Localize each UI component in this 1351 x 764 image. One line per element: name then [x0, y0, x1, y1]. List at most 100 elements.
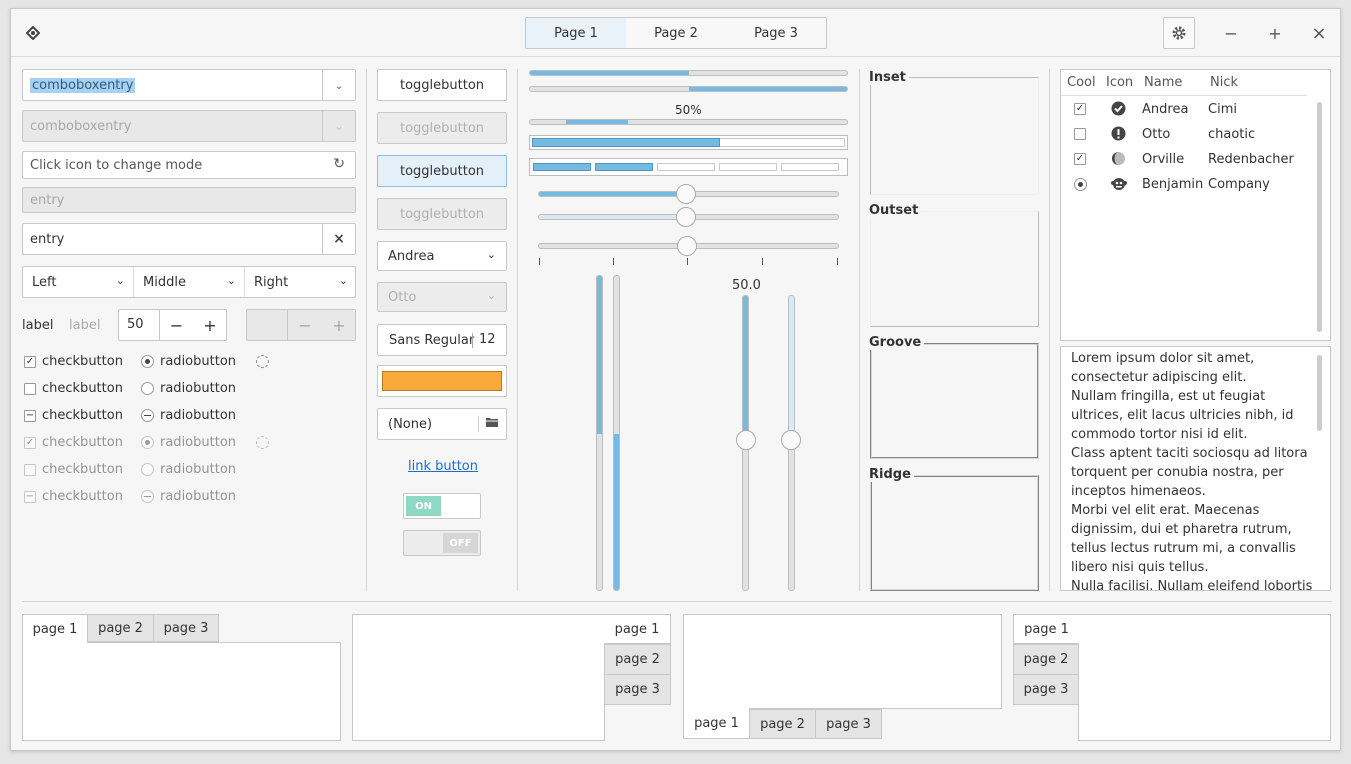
level-bar-segment: [781, 163, 839, 171]
row-nick: Company: [1208, 177, 1270, 192]
row-name: Andrea: [1142, 102, 1189, 117]
color-button[interactable]: [377, 365, 507, 397]
entry-disabled: entry: [22, 187, 356, 213]
chevron-down-icon: ⌄: [486, 248, 496, 261]
text-view-scrollbar[interactable]: [1317, 355, 1322, 431]
link-button[interactable]: link button: [408, 459, 479, 474]
spin-minus-button[interactable]: −: [159, 310, 193, 340]
notebook-2-tab-3[interactable]: page 3: [604, 674, 671, 705]
column-header-name[interactable]: Name: [1144, 75, 1183, 90]
column-header-icon[interactable]: Icon: [1106, 75, 1134, 90]
togglebutton[interactable]: togglebutton: [377, 69, 507, 101]
spin-button[interactable]: 50 − +: [118, 309, 227, 341]
scale-fill: [539, 192, 689, 196]
radiobutton-unselected[interactable]: [141, 382, 154, 395]
checkbutton-unchecked[interactable]: [24, 383, 36, 395]
scale-3-knob[interactable]: [677, 236, 697, 256]
dropdown-middle[interactable]: Middle ⌄: [134, 267, 245, 297]
notebook-1-page: [22, 642, 341, 741]
notebook-1-tab-3[interactable]: page 3: [153, 614, 219, 642]
radiobutton-selected[interactable]: [141, 355, 154, 368]
notebook-3-tab-1[interactable]: page 1: [683, 708, 750, 739]
cool-radio[interactable]: [1074, 178, 1087, 191]
entry-clearable[interactable]: entry ×: [22, 223, 356, 255]
combobox-otto-disabled: Otto ⌄: [377, 282, 507, 312]
radiobutton-selected-disabled: [141, 436, 154, 449]
dropdown-right[interactable]: Right ⌄: [245, 267, 356, 297]
notebook-3-tab-3[interactable]: page 3: [815, 709, 882, 739]
combobox-entry[interactable]: comboboxentry ⌄: [22, 69, 356, 101]
clear-icon[interactable]: ×: [322, 224, 355, 254]
text-line: tellus lectus rutrum mi, a convallis: [1071, 541, 1296, 556]
row-nick: chaotic: [1208, 127, 1256, 142]
label-disabled: label: [69, 318, 101, 333]
progress-bar-2: [529, 86, 848, 92]
header-bar: Page 1 Page 2 Page 3 − + ×: [11, 9, 1340, 57]
switch-on[interactable]: ON: [403, 493, 481, 519]
tab-page-2[interactable]: Page 2: [654, 25, 698, 41]
level-bar-discrete: [529, 158, 848, 176]
text-view-content: Lorem ipsum dolor sit amet,consectetur a…: [1071, 349, 1313, 591]
gear-icon[interactable]: [1163, 17, 1195, 49]
text-view[interactable]: Lorem ipsum dolor sit amet,consectetur a…: [1060, 346, 1331, 591]
text-line: torquent per conubia nostra, per: [1071, 465, 1284, 480]
chevron-down-icon: ⌄: [322, 111, 355, 141]
notebook-1-tab-2[interactable]: page 2: [87, 614, 154, 642]
notebook-4-tab-1[interactable]: page 1: [1013, 614, 1079, 644]
togglebutton-active[interactable]: togglebutton: [377, 155, 507, 187]
text-line: libero nisi quis tellus.: [1071, 560, 1209, 575]
checkbutton-inconsistent-disabled: −: [24, 491, 36, 503]
scale-1-knob[interactable]: [676, 184, 696, 204]
notebook-2-tab-2[interactable]: page 2: [604, 644, 671, 675]
switch-on-label: ON: [406, 496, 441, 516]
text-line: ultrices, elit lacus ultricies nibh, id: [1071, 408, 1294, 423]
vertical-scale-1-knob[interactable]: [736, 430, 756, 450]
tab-page-3[interactable]: Page 3: [754, 25, 798, 41]
file-chooser-button[interactable]: (None): [377, 408, 507, 440]
radiobutton-label: radiobutton: [160, 381, 237, 396]
spin-minus-disabled: −: [287, 310, 322, 340]
close-button[interactable]: ×: [1311, 22, 1327, 44]
tree-view: Cool Icon Name Nick ✓ Andrea Cimi Otto c…: [1060, 69, 1331, 341]
checkbutton-unchecked-disabled: [24, 464, 36, 476]
level-bar-fill: [532, 138, 720, 147]
folder-icon: [485, 416, 499, 432]
refresh-icon[interactable]: ↻: [333, 156, 345, 172]
tree-row[interactable]: ✓ Orville Redenbacher: [1061, 148, 1307, 173]
font-separator: [472, 333, 473, 348]
checkbutton-checked[interactable]: ✓: [24, 356, 36, 368]
text-line: Nulla facilisi. Nullam eleifend lobortis: [1071, 579, 1313, 591]
checkbutton-inconsistent[interactable]: −: [24, 410, 36, 422]
text-line: consectetur adipiscing elit.: [1071, 370, 1247, 385]
mode-entry-placeholder: Click icon to change mode: [30, 157, 203, 173]
progress-bar-pulse: [529, 119, 848, 125]
dropdown-left[interactable]: Left ⌄: [23, 267, 134, 297]
column-header-nick[interactable]: Nick: [1210, 75, 1239, 90]
tree-row[interactable]: Otto chaotic: [1061, 123, 1307, 148]
spin-plus-button[interactable]: +: [203, 315, 217, 335]
notebook-3-tab-2[interactable]: page 2: [749, 709, 816, 739]
notebook-4-tab-2[interactable]: page 2: [1013, 644, 1079, 675]
tree-row[interactable]: Benjamin Company: [1061, 173, 1307, 198]
notebook-2-tab-1[interactable]: page 1: [604, 614, 671, 644]
cool-checkbox[interactable]: [1074, 128, 1086, 140]
chevron-down-icon[interactable]: ⌄: [322, 70, 355, 100]
maximize-button[interactable]: +: [1268, 23, 1282, 43]
tree-row[interactable]: ✓ Andrea Cimi: [1061, 98, 1307, 123]
font-button[interactable]: Sans Regular 12: [377, 324, 507, 356]
cool-checkbox[interactable]: ✓: [1074, 103, 1086, 115]
togglebutton-disabled: togglebutton: [377, 112, 507, 144]
notebook-1-tab-1[interactable]: page 1: [22, 614, 88, 643]
column-header-cool[interactable]: Cool: [1067, 75, 1096, 90]
mode-entry[interactable]: Click icon to change mode ↻: [22, 151, 356, 179]
tab-page-1[interactable]: Page 1: [526, 18, 626, 48]
togglebutton-active-disabled: togglebutton: [377, 198, 507, 230]
notebook-4-tab-3[interactable]: page 3: [1013, 674, 1079, 705]
row-name: Otto: [1142, 127, 1171, 142]
minimize-button[interactable]: −: [1224, 23, 1238, 43]
cool-checkbox[interactable]: ✓: [1074, 153, 1086, 165]
scale-tick: [687, 258, 688, 265]
combobox-andrea[interactable]: Andrea ⌄: [377, 241, 507, 271]
radiobutton-inconsistent[interactable]: [141, 409, 154, 422]
tree-scrollbar[interactable]: [1317, 102, 1322, 332]
